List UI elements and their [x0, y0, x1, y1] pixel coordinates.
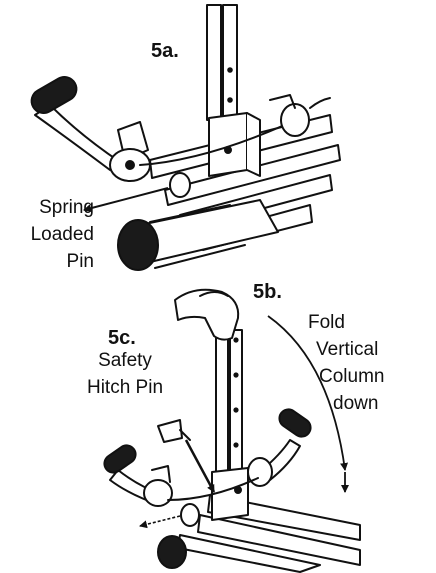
hitch-pin-line-2: Hitch Pin — [86, 377, 164, 398]
top-illustration — [27, 5, 340, 270]
fold-line-3: Column — [319, 366, 385, 387]
spring-pin-arrow — [83, 188, 168, 213]
fold-instruction-label: Fold Vertical Column down — [288, 312, 398, 415]
spring-loaded-pin-label: Spring Loaded Pin — [14, 197, 94, 273]
fold-line-4: down — [333, 393, 379, 414]
fold-line-1: Fold — [308, 312, 345, 333]
spring-loaded-pin-line-3: Pin — [66, 251, 94, 272]
step-5b-label: 5b. — [253, 281, 282, 303]
spring-loaded-pin-line-2: Loaded — [30, 224, 94, 245]
hitch-pin-line-1: Safety — [98, 350, 152, 371]
fold-arrow — [268, 316, 349, 471]
safety-hitch-pin-label: Safety Hitch Pin — [60, 350, 190, 399]
hitch-pin-arrow — [186, 440, 214, 493]
bottom-pin-arrow — [139, 516, 180, 529]
spring-loaded-pin-line-1: Spring — [39, 197, 94, 218]
bottom-illustration — [101, 290, 360, 572]
fold-line-2: Vertical — [316, 339, 379, 360]
step-5a-label: 5a. — [151, 40, 179, 62]
step-5c-label: 5c. — [108, 327, 136, 349]
